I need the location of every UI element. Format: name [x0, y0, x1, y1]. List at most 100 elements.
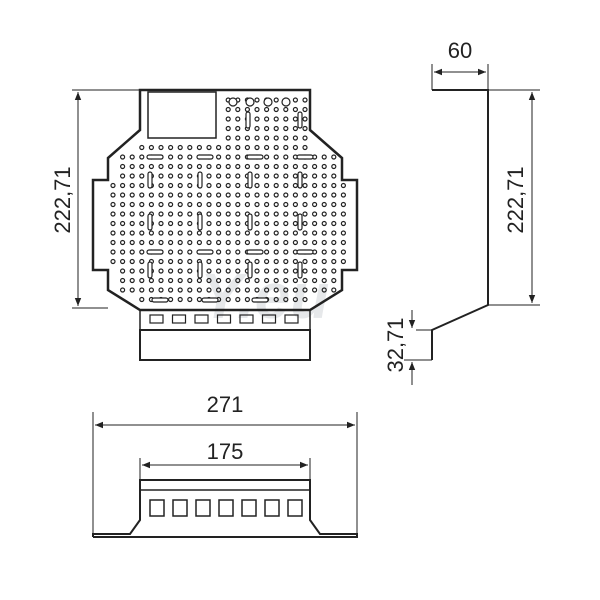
- terminal-window: [241, 499, 257, 517]
- mounting-hole: [292, 296, 298, 303]
- slot: [146, 249, 164, 255]
- mounting-hole: [331, 239, 337, 246]
- mounting-hole: [302, 106, 308, 113]
- terminal-windows: [149, 499, 303, 517]
- mounting-hole: [244, 230, 250, 236]
- mounting-hole: [244, 239, 250, 246]
- mounting-hole: [129, 258, 135, 265]
- mounting-hole: [187, 258, 193, 265]
- base-rail: [139, 329, 311, 361]
- mounting-hole: [312, 230, 318, 236]
- mounting-hole: [110, 192, 116, 198]
- mounting-hole: [321, 258, 327, 265]
- mounting-hole: [254, 211, 260, 217]
- mounting-hole: [302, 277, 308, 284]
- mounting-hole: [283, 135, 289, 141]
- mounting-hole: [158, 287, 164, 293]
- mounting-hole: [110, 249, 116, 255]
- mounting-hole: [158, 163, 164, 170]
- mounting-hole: [129, 287, 135, 293]
- mounting-hole: [273, 192, 279, 198]
- mounting-hole: [273, 144, 279, 151]
- slot: [297, 111, 303, 129]
- mounting-hole: [235, 116, 241, 122]
- mounting-hole: [331, 163, 337, 170]
- mounting-hole: [148, 144, 154, 151]
- mounting-hole: [168, 173, 174, 179]
- slot: [245, 111, 251, 129]
- mounting-hole: [225, 211, 231, 217]
- mounting-hole: [283, 201, 289, 208]
- mounting-hole: [158, 258, 164, 265]
- mounting-hole: [283, 287, 289, 293]
- mounting-hole: [235, 182, 241, 189]
- mounting-hole: [225, 192, 231, 198]
- mounting-hole: [340, 201, 346, 208]
- slot: [247, 261, 253, 279]
- mounting-hole: [302, 258, 308, 265]
- mounting-hole: [302, 192, 308, 198]
- mounting-hole: [129, 230, 135, 236]
- mounting-hole: [292, 125, 298, 132]
- mounting-hole: [216, 239, 222, 246]
- mounting-hole: [340, 258, 346, 265]
- mounting-hole: [139, 201, 145, 208]
- mounting-hole: [225, 258, 231, 265]
- terminal-window: [264, 499, 280, 517]
- slot: [297, 261, 303, 279]
- mounting-hole: [283, 173, 289, 179]
- mounting-hole: [254, 220, 260, 227]
- slot: [201, 297, 219, 303]
- mounting-hole: [225, 135, 231, 141]
- mounting-hole: [292, 135, 298, 141]
- mounting-hole: [139, 144, 145, 151]
- slot: [196, 154, 214, 160]
- mounting-hole: [187, 296, 193, 303]
- mounting-hole: [292, 220, 298, 227]
- mounting-hole: [235, 268, 241, 274]
- mounting-hole: [216, 154, 222, 160]
- mounting-hole: [283, 268, 289, 274]
- mounting-hole: [292, 144, 298, 151]
- mounting-hole: [312, 258, 318, 265]
- mounting-hole: [273, 287, 279, 293]
- mounting-hole: [292, 201, 298, 208]
- mounting-hole: [321, 173, 327, 179]
- mounting-hole-large: [228, 97, 238, 107]
- mounting-hole: [139, 192, 145, 198]
- mounting-hole: [225, 125, 231, 132]
- mounting-hole: [177, 201, 183, 208]
- mounting-hole: [196, 296, 202, 303]
- mounting-hole: [235, 239, 241, 246]
- mounting-hole: [177, 277, 183, 284]
- mounting-hole: [158, 230, 164, 236]
- mounting-hole: [216, 249, 222, 255]
- mounting-hole: [235, 258, 241, 265]
- mounting-hole: [119, 163, 126, 170]
- mounting-hole: [216, 144, 222, 151]
- mounting-hole: [206, 173, 212, 179]
- mounting-hole: [302, 296, 308, 303]
- mounting-hole: [292, 211, 298, 217]
- mounting-hole: [225, 106, 231, 113]
- mounting-hole: [158, 144, 164, 151]
- mounting-hole: [168, 296, 174, 303]
- mounting-hole: [177, 220, 183, 227]
- mounting-hole: [196, 287, 202, 293]
- body-outline: [92, 479, 358, 538]
- slot: [247, 213, 253, 231]
- mounting-hole: [177, 230, 183, 236]
- mounting-hole: [187, 239, 193, 246]
- mounting-hole: [302, 116, 308, 122]
- mounting-hole: [273, 230, 279, 236]
- terminal-window: [287, 499, 303, 517]
- slot: [251, 297, 269, 303]
- mounting-hole: [168, 144, 174, 151]
- mounting-hole: [225, 201, 231, 208]
- terminal-window: [172, 499, 188, 517]
- mounting-hole: [235, 125, 241, 132]
- mounting-hole: [340, 211, 346, 217]
- slot: [197, 213, 203, 231]
- mounting-hole: [273, 239, 279, 246]
